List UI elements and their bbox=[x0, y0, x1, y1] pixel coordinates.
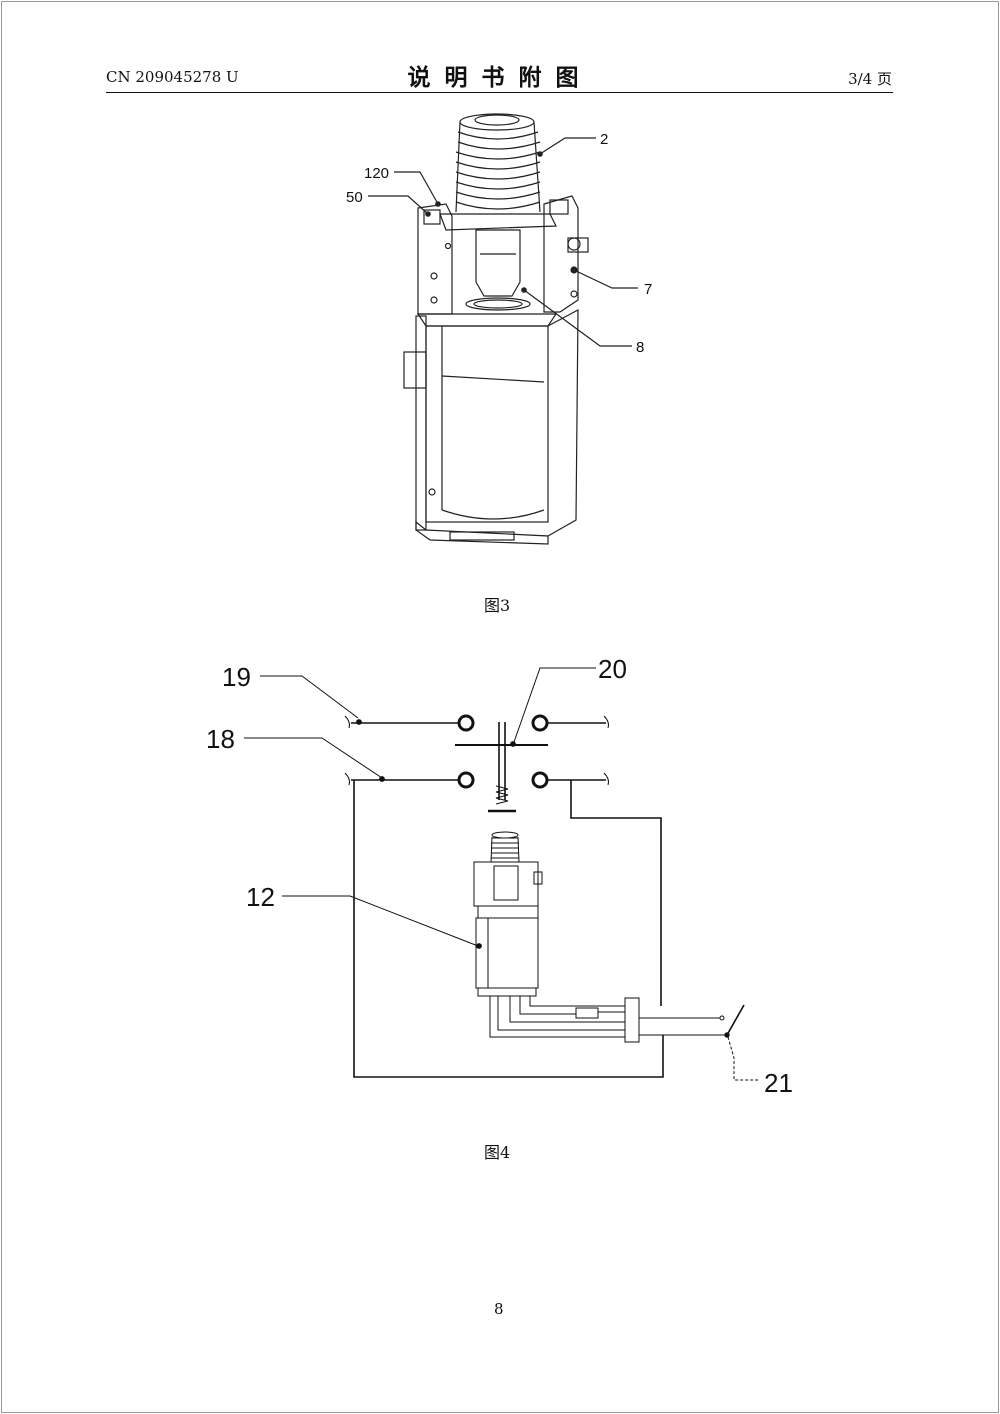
spring-coils bbox=[455, 121, 541, 213]
page-number: 8 bbox=[494, 1300, 504, 1318]
document-title: 说明书附图 bbox=[407, 65, 593, 91]
figure-4-drawing bbox=[244, 667, 760, 1081]
fig4-label-19: 19 bbox=[222, 662, 251, 692]
figure-3-drawing bbox=[368, 113, 638, 545]
fig3-label-7: 7 bbox=[644, 281, 652, 298]
fig4-label-18: 18 bbox=[206, 724, 235, 754]
fig3-label-120: 120 bbox=[364, 165, 389, 182]
solenoid-miniature bbox=[473, 831, 745, 1043]
publication-number: CN 209045278 U bbox=[106, 68, 239, 86]
page-count: 3/4 页 bbox=[848, 70, 892, 88]
fig3-label-50: 50 bbox=[346, 189, 363, 206]
figure-4-caption: 图4 bbox=[484, 1143, 511, 1162]
fig4-label-12: 12 bbox=[246, 882, 275, 912]
fig3-label-2: 2 bbox=[600, 131, 608, 148]
fig4-label-21: 21 bbox=[764, 1068, 793, 1098]
fig3-label-8: 8 bbox=[636, 339, 644, 356]
figure-3-caption: 图3 bbox=[484, 596, 511, 615]
header-rule bbox=[106, 92, 893, 93]
fig4-label-20: 20 bbox=[598, 654, 627, 684]
